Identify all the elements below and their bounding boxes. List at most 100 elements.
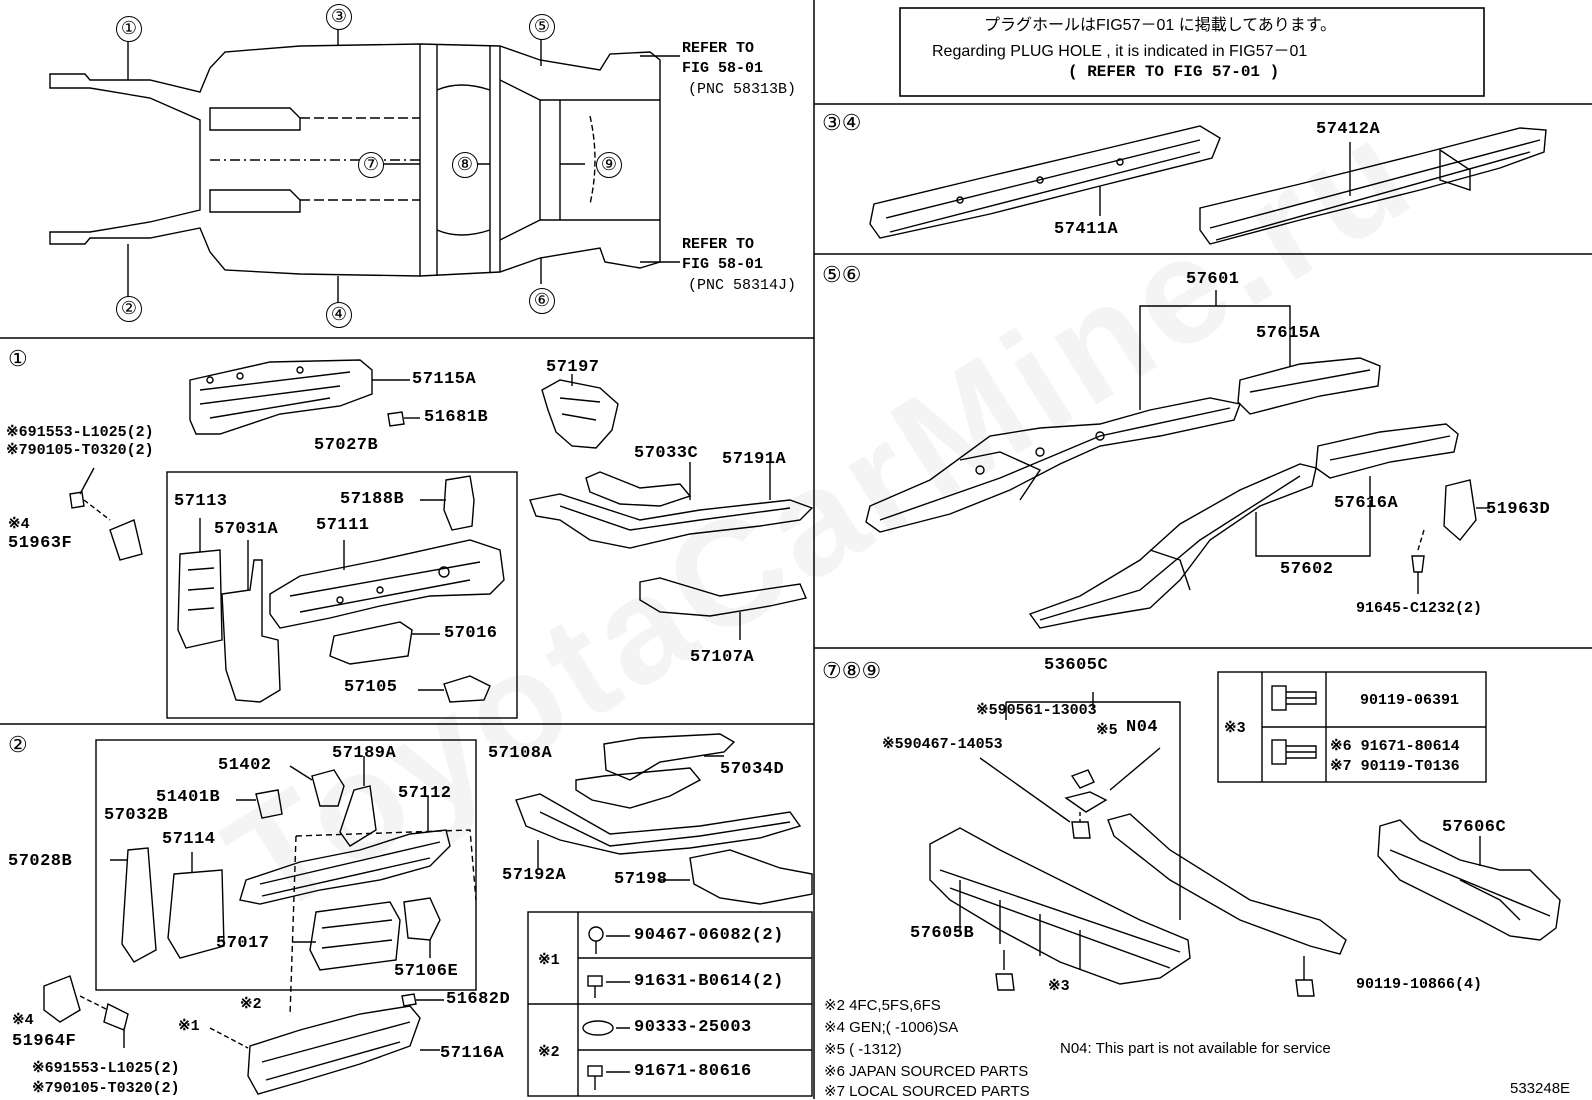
bolt-note-790105: ※790105-T0320(2) [6, 442, 154, 459]
part-57032B[interactable]: 57032B [104, 806, 169, 825]
overview-callout-1: ① [116, 16, 142, 42]
bolt-note-691553-lower: ※691553-L1025(2) [32, 1060, 180, 1077]
part-57027B[interactable]: 57027B [314, 436, 379, 455]
table-part-91671-80614[interactable]: ※6 91671-80614 [1330, 738, 1460, 755]
section1-header: ① [8, 346, 28, 371]
refer-bottom-line1: REFER TO [682, 236, 755, 253]
refer-bottom-line2: FIG 58-01 [682, 256, 764, 273]
section789-header: ⑦⑧⑨ [822, 658, 882, 683]
notice-english: Regarding PLUG HOLE , it is indicated in… [932, 43, 1308, 60]
overview-callout-5: ⑤ [529, 14, 555, 40]
legend-part-90467[interactable]: 90467-06082(2) [634, 926, 784, 945]
part-51681B[interactable]: 51681B [424, 408, 489, 427]
overview-callout-2: ② [116, 296, 142, 322]
overview-callout-3: ③ [326, 4, 352, 30]
part-57031A[interactable]: 57031A [214, 520, 279, 539]
overview-callout-7: ⑦ [358, 152, 384, 178]
part-57116A[interactable]: 57116A [440, 1044, 505, 1063]
refer-top-line1: REFER TO [682, 40, 755, 57]
footnote-n04: N04: This part is not available for serv… [1060, 1040, 1331, 1057]
note-x3-bolt: ※3 [1048, 978, 1070, 995]
footnote-x5: ※5 ( -1312) [824, 1041, 902, 1058]
footnote-x4: ※4 GEN;( -1006)SA [824, 1019, 959, 1036]
part-57114[interactable]: 57114 [162, 830, 216, 849]
bolt-note-691553: ※691553-L1025(2) [6, 424, 154, 441]
part-57017[interactable]: 57017 [216, 934, 270, 953]
part-51963F[interactable]: 51963F [8, 534, 73, 553]
note-N04: N04 [1126, 718, 1159, 737]
refer-bottom-line3: (PNC 58314J) [688, 277, 797, 294]
part-57111[interactable]: 57111 [316, 516, 370, 535]
refer-top-line3: (PNC 58313B) [688, 81, 797, 98]
notice-japanese: プラグホールはFIG57－01 に掲載してあります。 [984, 17, 1337, 34]
table-part-90119-06391[interactable]: 90119-06391 [1360, 692, 1460, 709]
part-57107A[interactable]: 57107A [690, 648, 755, 667]
note-x5: ※5 [1096, 722, 1118, 739]
section2-note-x2: ※2 [240, 996, 262, 1013]
part-57189A[interactable]: 57189A [332, 744, 397, 763]
legend-part-91671[interactable]: 91671-80616 [634, 1062, 752, 1081]
table-part-90119-T0136[interactable]: ※7 90119-T0136 [1330, 758, 1460, 775]
part-53605C[interactable]: 53605C [1044, 656, 1109, 675]
section56-header: ⑤⑥ [822, 262, 862, 287]
section2-art [43, 733, 813, 1097]
part-57112[interactable]: 57112 [398, 784, 452, 803]
section2-header: ② [8, 732, 28, 757]
part-51401B[interactable]: 51401B [156, 788, 221, 807]
section2-note-x1: ※1 [178, 1018, 200, 1035]
legend-part-90333[interactable]: 90333-25003 [634, 1018, 752, 1037]
footnote-x7: ※7 LOCAL SOURCED PARTS [824, 1083, 1030, 1100]
part-57188B[interactable]: 57188B [340, 490, 405, 509]
underbody-overview-art [49, 28, 680, 304]
part-57192A[interactable]: 57192A [502, 866, 567, 885]
bolt-note-790105-lower: ※790105-T0320(2) [32, 1080, 180, 1097]
part-57602[interactable]: 57602 [1280, 560, 1334, 579]
part-57115A[interactable]: 57115A [412, 370, 477, 389]
legend-x2: ※2 [538, 1044, 560, 1061]
part-57197[interactable]: 57197 [546, 358, 600, 377]
part-590467-14053[interactable]: ※590467-14053 [882, 736, 1003, 753]
part-57606C[interactable]: 57606C [1442, 818, 1507, 837]
part-57016[interactable]: 57016 [444, 624, 498, 643]
overview-callout-9: ⑨ [596, 152, 622, 178]
legend-x1: ※1 [538, 952, 560, 969]
section789-art [929, 671, 1561, 997]
part-57412A[interactable]: 57412A [1316, 120, 1381, 139]
overview-callout-4: ④ [326, 302, 352, 328]
part-51682D[interactable]: 51682D [446, 990, 511, 1009]
part-57106E[interactable]: 57106E [394, 962, 459, 981]
legend-part-91631[interactable]: 91631-B0614(2) [634, 972, 784, 991]
part-57615A[interactable]: 57615A [1256, 324, 1321, 343]
part-57191A[interactable]: 57191A [722, 450, 787, 469]
footnote-x6: ※6 JAPAN SOURCED PARTS [824, 1063, 1029, 1080]
overview-callout-6: ⑥ [529, 288, 555, 314]
section2-note-x4: ※4 [12, 1012, 34, 1029]
part-590561-13003[interactable]: ※590561-13003 [976, 702, 1097, 719]
part-57411A[interactable]: 57411A [1054, 220, 1119, 239]
part-91645-C1232[interactable]: 91645-C1232(2) [1356, 600, 1483, 617]
part-57198[interactable]: 57198 [614, 870, 668, 889]
overview-callout-8: ⑧ [452, 152, 478, 178]
part-57601[interactable]: 57601 [1186, 270, 1240, 289]
figure-id: 533248E [1510, 1080, 1571, 1097]
refer-top-line2: FIG 58-01 [682, 60, 764, 77]
part-57113[interactable]: 57113 [174, 492, 228, 511]
part-57034D[interactable]: 57034D [720, 760, 785, 779]
section34-header: ③④ [822, 110, 862, 135]
part-57108A[interactable]: 57108A [488, 744, 553, 763]
part-51963D[interactable]: 51963D [1486, 500, 1551, 519]
part-51402[interactable]: 51402 [218, 756, 272, 775]
part-57028B[interactable]: 57028B [8, 852, 73, 871]
part-57605B[interactable]: 57605B [910, 924, 975, 943]
section1-note-x4: ※4 [8, 516, 30, 533]
section34-art [869, 7, 1547, 245]
part-57105[interactable]: 57105 [344, 678, 398, 697]
part-51964F[interactable]: 51964F [12, 1032, 77, 1051]
part-57616A[interactable]: 57616A [1334, 494, 1399, 513]
section1-art [69, 359, 814, 719]
table-x3: ※3 [1224, 720, 1246, 737]
part-90119-10866[interactable]: 90119-10866(4) [1356, 976, 1483, 993]
part-57033C[interactable]: 57033C [634, 444, 699, 463]
footnote-x2: ※2 4FC,5FS,6FS [824, 997, 941, 1014]
